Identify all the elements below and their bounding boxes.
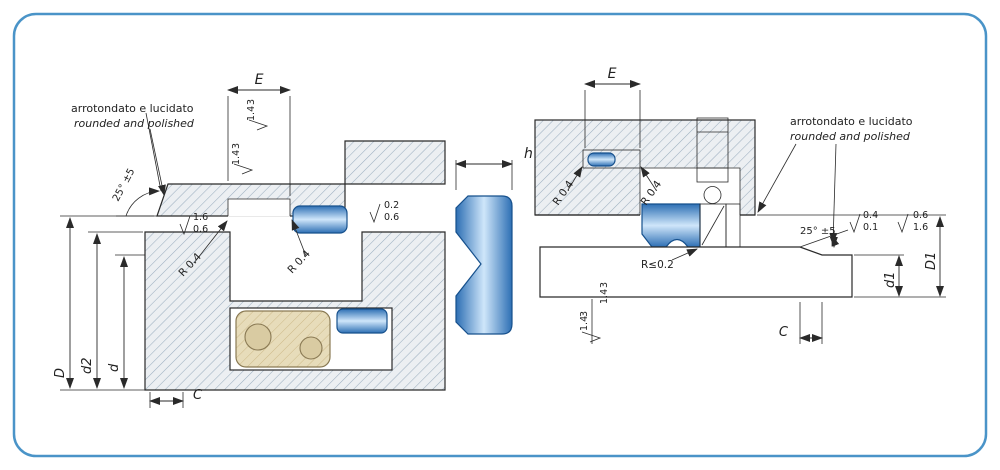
- guide-ring-detail-circle: [244, 323, 272, 351]
- seal-profile: [455, 195, 513, 335]
- finish-mark-right-edge: 0.6 1.6: [897, 210, 928, 234]
- plug: [696, 117, 729, 183]
- dim-C-right: C: [779, 302, 823, 344]
- finish-value: 3: [599, 282, 610, 288]
- dim-e-right-label: E: [608, 66, 617, 82]
- finish-value: 0.6: [913, 210, 928, 221]
- note-right-line1: arrotondato e lucidato: [790, 115, 913, 128]
- finish-value: 1.6: [913, 222, 928, 233]
- finish-value: 3: [579, 311, 590, 317]
- dim-d1-label: d1: [883, 271, 898, 288]
- dim-e-left-label: E: [255, 72, 264, 88]
- finish-value: 0.6: [193, 224, 208, 235]
- gland-groove: [228, 199, 290, 217]
- dim-d-label: d: [107, 363, 122, 372]
- dim-C-left: C: [149, 388, 203, 408]
- finish-mark-left-edge: 1.6 0.6: [179, 212, 208, 236]
- finish-mark-left-top: 1.4 3: [246, 99, 269, 131]
- finish-mark-right-chamfer: 0.4 0.1: [849, 210, 878, 234]
- housing-slot: [582, 149, 641, 169]
- dim-h: h: [455, 146, 533, 190]
- slot-oring: [587, 152, 616, 167]
- finish-value: 0.4: [863, 210, 878, 221]
- dim-h-label: h: [524, 146, 533, 162]
- finish-value: 1.6: [193, 212, 208, 223]
- finish-value: 0.2: [384, 200, 399, 211]
- dim-D1: D1: [757, 214, 946, 297]
- energizer-seal: [336, 308, 388, 334]
- rod-seal: [641, 203, 701, 248]
- dim-D: D: [53, 215, 154, 391]
- dim-d1: d1: [854, 254, 946, 298]
- finish-value: 1.4: [579, 316, 590, 331]
- dim-D-label: D: [53, 368, 68, 378]
- radius-rod-label: R≤0.2: [641, 259, 674, 271]
- dim-e-right: E: [584, 66, 641, 148]
- dim-C-right-label: C: [779, 325, 789, 340]
- finish-mark-rod: 1.4 3: [599, 282, 610, 304]
- finish-mark-left-bore: 0.2 0.6: [369, 200, 399, 224]
- guide-ring-detail-circle: [299, 336, 323, 360]
- seal-profile-figure: h: [455, 146, 533, 335]
- finish-value: 0.6: [384, 212, 399, 223]
- dim-e-left: E: [227, 72, 291, 196]
- note-left-line2: rounded and polished: [74, 117, 195, 130]
- finish-mark-left-top2: 1.4 3: [231, 143, 254, 175]
- plug-ball: [703, 186, 722, 204]
- gland-block-section: [344, 140, 446, 185]
- dim-d2-label: d2: [80, 357, 95, 374]
- finish-value: 1.4: [246, 106, 257, 121]
- dim-d2: d2: [80, 231, 143, 389]
- seal-static-cap: [292, 205, 348, 234]
- right-figure: [534, 117, 853, 298]
- finish-value: 1.4: [231, 150, 242, 165]
- dim-C-left-label: C: [193, 388, 203, 403]
- finish-value: 0.1: [863, 222, 878, 233]
- dim-d: d: [107, 254, 145, 389]
- dim-D1-label: D1: [924, 252, 939, 270]
- note-left-line1: arrotondato e lucidato: [71, 102, 194, 115]
- angle-right-label: 25° ±5: [800, 226, 836, 237]
- finish-value: 1.4: [599, 289, 610, 304]
- left-figure: [144, 140, 446, 391]
- note-right-line2: rounded and polished: [790, 130, 911, 143]
- finish-mark-rod2: 1.4 3: [579, 311, 602, 343]
- finish-value: 3: [231, 143, 242, 149]
- finish-value: 3: [246, 99, 257, 105]
- rod: [539, 246, 853, 298]
